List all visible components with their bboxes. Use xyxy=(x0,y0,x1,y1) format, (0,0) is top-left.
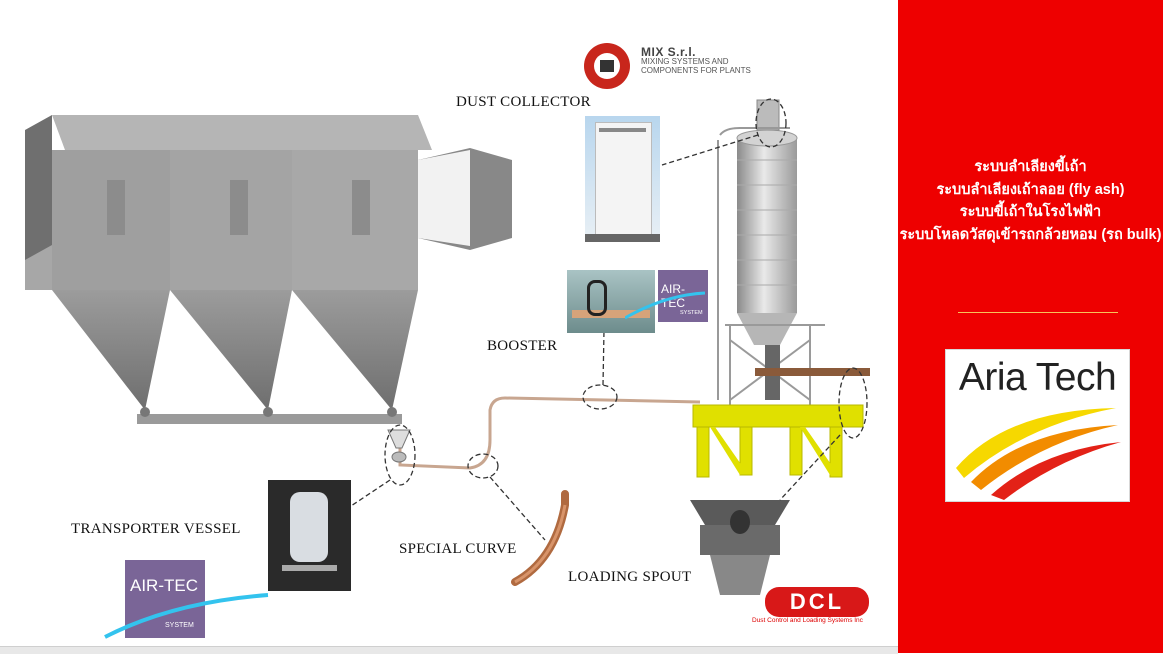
callout-lines xyxy=(344,98,868,541)
dust-collector-photo xyxy=(585,116,660,242)
airtec-booster-sub: SYSTEM xyxy=(680,310,703,316)
dcl-logo: DCL xyxy=(765,587,869,617)
booster-photo xyxy=(567,270,655,333)
side-line-3: ระบบขี้เถ้าในโรงไฟฟ้า xyxy=(959,204,1102,220)
aria-tech-logo-text: Aria Tech xyxy=(958,356,1117,399)
airtec-vessel-swoosh xyxy=(104,593,269,639)
special-curve-highlight xyxy=(514,504,567,584)
conveying-pipeline xyxy=(398,396,701,470)
mix-logo-text: MIX S.r.l. MIXING SYSTEMS AND COMPONENTS… xyxy=(641,45,751,75)
airtec-booster-swoosh xyxy=(625,291,705,320)
mix-tagline-2: COMPONENTS FOR PLANTS xyxy=(641,66,751,75)
side-line-2: ระบบลำเลียงเถ้าลอย (fly ash) xyxy=(936,181,1125,198)
label-special-curve: SPECIAL CURVE xyxy=(399,541,517,557)
mix-name: MIX S.r.l. xyxy=(641,45,697,59)
loading-spout-illustration xyxy=(690,500,790,595)
dcl-name: DCL xyxy=(789,589,845,614)
side-divider xyxy=(958,312,1118,313)
label-loading-spout: LOADING SPOUT xyxy=(568,569,692,585)
label-booster: BOOSTER xyxy=(487,338,558,354)
mix-logo xyxy=(583,40,743,92)
side-line-1: ระบบลำเลียงขี้เถ้า xyxy=(974,159,1087,175)
side-panel-text: ระบบลำเลียงขี้เถ้า ระบบลำเลียงเถ้าลอย (f… xyxy=(898,156,1163,246)
special-curve-illustration xyxy=(511,490,569,586)
bottom-rule xyxy=(0,646,898,654)
diagram-area: MIX S.r.l. MIXING SYSTEMS AND COMPONENTS… xyxy=(0,40,898,654)
side-panel xyxy=(898,0,1163,653)
aria-tech-swoosh xyxy=(956,408,1121,500)
silo xyxy=(692,99,870,478)
side-line-4: ระบบโหลดวัสดุเข้ารถกล้วยหอม (รถ bulk) xyxy=(899,226,1162,243)
system-diagram xyxy=(25,98,870,595)
label-dust-collector: DUST COLLECTOR xyxy=(456,94,591,110)
mix-logo-mark xyxy=(584,43,630,89)
mix-tagline-1: MIXING SYSTEMS AND xyxy=(641,57,729,66)
airtec-vessel-logo: AIR-TEC SYSTEM xyxy=(125,560,205,638)
airtec-booster-logo: AIR-TEC SYSTEM xyxy=(658,270,708,322)
precipitator-unit xyxy=(25,115,512,424)
airtec-vessel-sub: SYSTEM xyxy=(165,622,194,629)
aria-tech-logo: Aria Tech xyxy=(945,349,1130,502)
dcl-tagline: Dust Control and Loading Systems Inc xyxy=(752,617,863,624)
label-transporter-vessel: TRANSPORTER VESSEL xyxy=(71,521,241,537)
transporter-valve xyxy=(387,429,411,463)
transporter-vessel-photo xyxy=(268,480,351,591)
airtec-vessel-name: AIR-TEC xyxy=(130,576,198,595)
